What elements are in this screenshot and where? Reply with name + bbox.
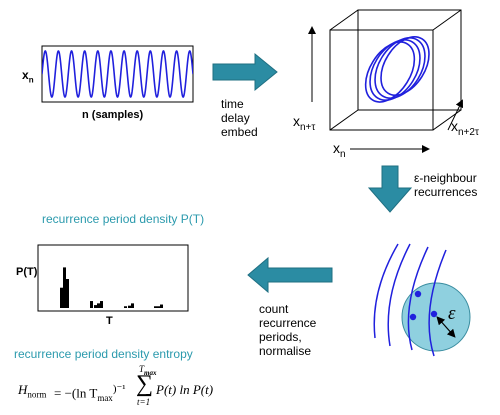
density-bar xyxy=(60,287,63,308)
count-arrow xyxy=(247,256,333,294)
density-bar xyxy=(131,303,134,308)
density-bar xyxy=(94,305,97,308)
density-bar xyxy=(100,301,103,308)
formula-lhs-base: H xyxy=(18,382,28,397)
signal-ylabel-sub: n xyxy=(28,75,34,85)
formula-inv: )⁻¹ xyxy=(112,383,126,395)
embed-label-line: time xyxy=(221,97,244,111)
attractor-orbit xyxy=(380,36,430,96)
recurrence-arrow xyxy=(367,165,413,213)
recurrence-label-line: recurrences xyxy=(414,185,478,199)
sum-icon: ∑ xyxy=(136,371,154,397)
density-bar xyxy=(97,303,100,308)
axis-x-label: xn xyxy=(333,140,346,160)
axis-z-base: x xyxy=(451,118,458,134)
recurrence-label: ε-neighbour recurrences xyxy=(414,171,477,199)
signal-ylabel-base: x xyxy=(22,68,29,82)
signal-waveform xyxy=(42,50,193,98)
formula-sum-top-sub: max xyxy=(144,368,157,377)
density-chart xyxy=(37,244,189,312)
axis-y-sub: n+τ xyxy=(300,121,316,133)
phase-axes xyxy=(308,26,463,153)
density-bar xyxy=(157,306,160,308)
count-label-line: count xyxy=(259,302,289,316)
formula-sum-top-base: T xyxy=(139,364,145,374)
density-bar xyxy=(160,304,163,308)
count-label-line: recurrence xyxy=(259,316,317,330)
formula-sum-top: Tmax xyxy=(139,364,156,377)
density-title: recurrence period density P(T) xyxy=(42,212,205,226)
count-label: count recurrence periods, normalise xyxy=(259,302,316,358)
formula-eq: = −(ln Tmax)⁻¹ xyxy=(54,382,126,403)
phase-space-box xyxy=(329,9,462,131)
entropy-formula: Hnorm = −(ln Tmax)⁻¹ Tmax ∑ t=1 P(t) ln … xyxy=(18,364,218,412)
recurrence-label-line: ε-neighbour xyxy=(414,171,477,185)
formula-lhs: Hnorm xyxy=(18,382,46,400)
formula-sum-bottom: t=1 xyxy=(137,397,151,407)
embed-label-line: embed xyxy=(221,125,258,139)
density-bar xyxy=(63,267,66,308)
neighbourhood xyxy=(373,243,471,357)
density-ylabel: P(T) xyxy=(16,266,38,278)
axis-z-sub: n+2τ xyxy=(458,126,479,138)
neighbour-point xyxy=(409,313,417,321)
attractor-orbits xyxy=(364,36,430,103)
axis-y-label: xn+τ xyxy=(293,113,315,133)
formula-lhs-sub: norm xyxy=(27,389,47,400)
embed-arrow xyxy=(212,52,278,92)
entropy-title: recurrence period density entropy xyxy=(14,347,193,361)
attractor-orbit xyxy=(369,39,421,101)
count-label-line: normalise xyxy=(259,344,312,358)
attractor-orbit xyxy=(374,37,426,99)
axis-x-sub: n xyxy=(340,148,346,160)
signal-ylabel: xn xyxy=(22,68,34,84)
density-bar xyxy=(90,301,93,308)
neighbour-point xyxy=(414,290,422,298)
formula-rhs: P(t) ln P(t) xyxy=(156,382,214,397)
density-bar xyxy=(66,279,69,308)
density-bar xyxy=(124,306,127,308)
formula-eq-text: = −(ln T xyxy=(54,385,98,401)
epsilon-radius-arrow xyxy=(436,316,456,338)
count-label-line: periods, xyxy=(259,330,302,344)
reference-point xyxy=(430,310,438,318)
axis-z-label: xn+2τ xyxy=(451,118,479,138)
density-bar xyxy=(128,305,131,308)
density-bar xyxy=(154,306,157,308)
attractor-orbit xyxy=(364,41,416,103)
signal-panel xyxy=(41,45,194,103)
axis-x-base: x xyxy=(333,140,340,156)
epsilon-label: ε xyxy=(448,303,456,324)
signal-xlabel: n (samples) xyxy=(82,109,144,121)
axis-y-base: x xyxy=(293,113,300,129)
formula-tmax-sub: max xyxy=(97,392,113,403)
embed-label-line: delay xyxy=(221,111,250,125)
density-xlabel: T xyxy=(106,315,113,327)
embed-label: time delay embed xyxy=(221,97,258,139)
